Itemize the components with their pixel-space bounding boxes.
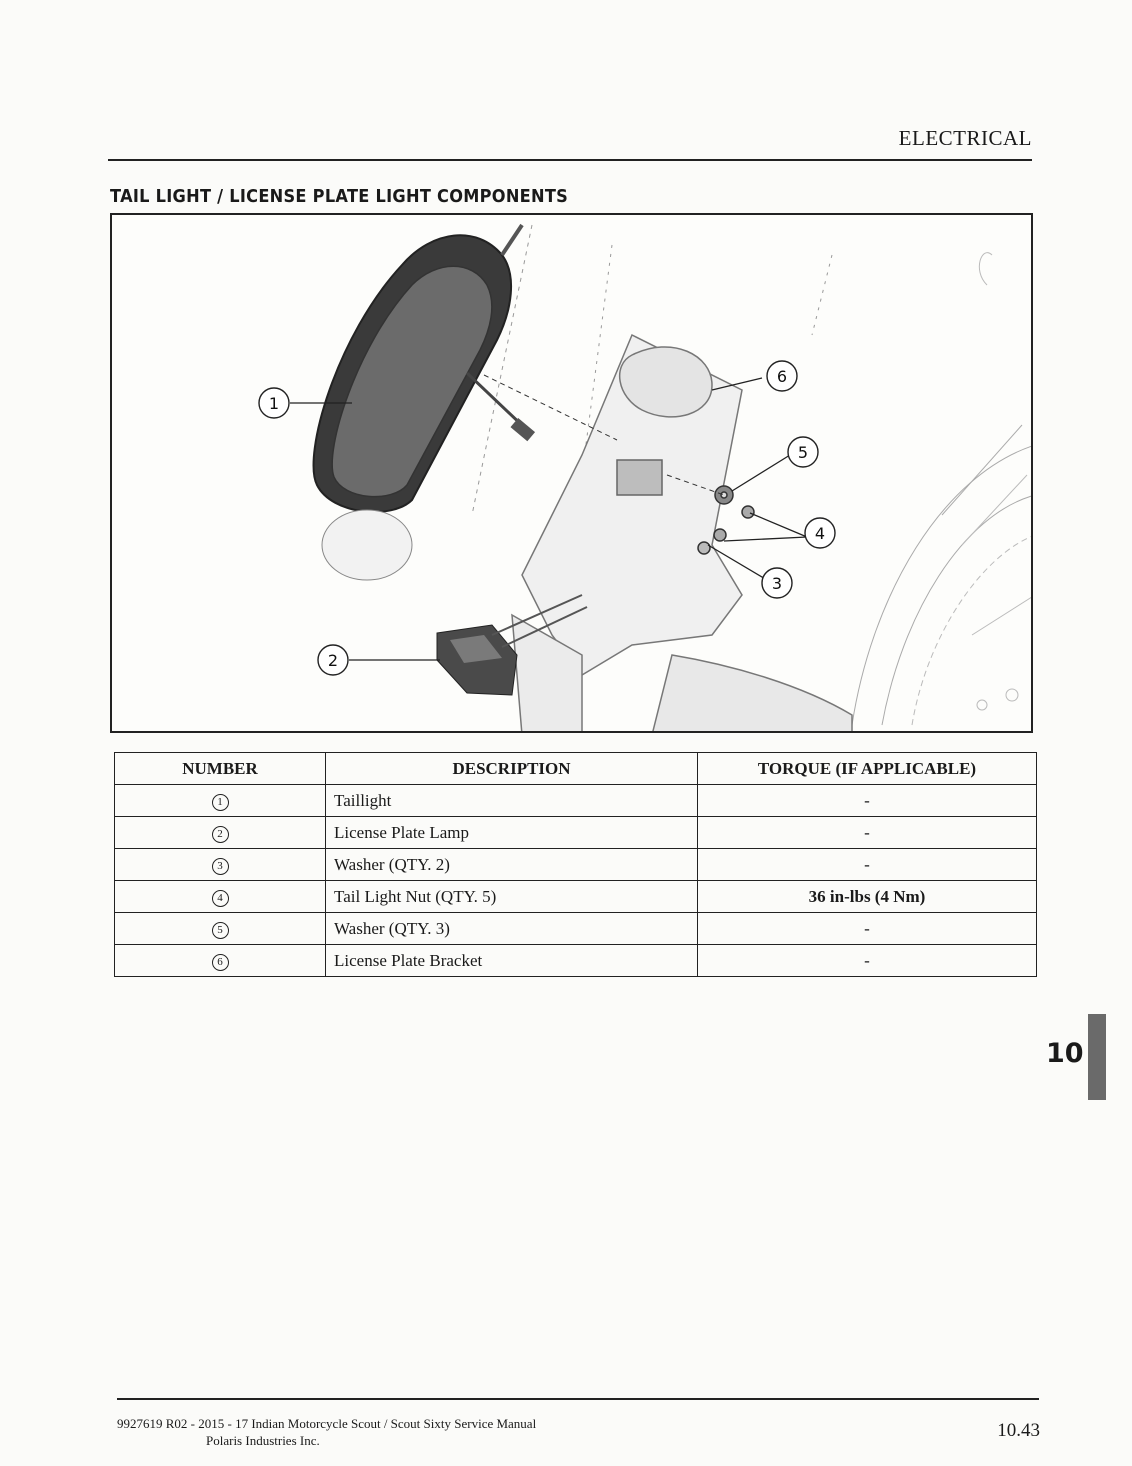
callout-1-label: 1 (269, 394, 279, 413)
callout-6 (766, 360, 798, 392)
table-row: 3 Washer (QTY. 2) - (114, 848, 1037, 881)
chapter-tab-number: 10 (1046, 1038, 1084, 1069)
chapter-tab-bar (1088, 1014, 1106, 1100)
item-description: Taillight (325, 784, 698, 817)
section-header: ELECTRICAL (898, 126, 1032, 150)
col-header-torque: TORQUE (IF APPLICABLE) (697, 752, 1037, 785)
item-description: License Plate Bracket (325, 944, 698, 977)
item-number: 5 (211, 922, 229, 939)
item-number: 3 (211, 858, 229, 875)
col-header-number: NUMBER (114, 752, 326, 785)
callout-4 (804, 517, 836, 549)
callout-1 (258, 387, 290, 419)
table-row: 5 Washer (QTY. 3) - (114, 912, 1037, 945)
item-torque: 36 in-lbs (4 Nm) (697, 880, 1037, 913)
page-title: TAIL LIGHT / LICENSE PLATE LIGHT COMPONE… (110, 186, 569, 207)
table-row: 4 Tail Light Nut (QTY. 5) 36 in-lbs (4 N… (114, 880, 1037, 913)
table-row: 6 License Plate Bracket - (114, 944, 1037, 977)
item-number: 6 (211, 954, 229, 971)
item-torque: - (697, 784, 1037, 817)
item-number: 4 (211, 890, 229, 907)
footer-manual-title: 9927619 R02 - 2015 - 17 Indian Motorcycl… (117, 1416, 537, 1431)
item-description: Washer (QTY. 3) (325, 912, 698, 945)
header-rule (108, 159, 1032, 161)
exploded-view-illustration: 1 2 3 4 5 6 (258, 223, 1031, 731)
parts-table: NUMBER DESCRIPTION TORQUE (IF APPLICABLE… (114, 752, 1037, 977)
item-number: 2 (211, 826, 229, 843)
table-row: 2 License Plate Lamp - (114, 816, 1037, 849)
page-number: 10.43 (997, 1420, 1040, 1441)
item-description: Washer (QTY. 2) (325, 848, 698, 881)
footer-copyright: Polaris Industries Inc. (206, 1433, 320, 1448)
col-header-description: DESCRIPTION (325, 752, 698, 785)
item-torque: - (697, 816, 1037, 849)
footer-rule (117, 1398, 1039, 1400)
item-number: 1 (211, 794, 229, 811)
item-torque: - (697, 944, 1037, 977)
callout-5-label: 5 (798, 443, 808, 462)
exploded-view-figure: 1 2 3 4 5 6 (110, 213, 1033, 733)
callout-3 (761, 567, 793, 599)
callout-4-label: 4 (815, 524, 825, 543)
item-description: Tail Light Nut (QTY. 5) (325, 880, 698, 913)
table-row: 1 Taillight - (114, 784, 1037, 817)
item-torque: - (697, 848, 1037, 881)
callout-5 (787, 436, 819, 468)
item-torque: - (697, 912, 1037, 945)
callout-6-label: 6 (777, 367, 787, 386)
callout-3-label: 3 (772, 574, 782, 593)
table-header-row: NUMBER DESCRIPTION TORQUE (IF APPLICABLE… (114, 752, 1037, 785)
callout-2 (317, 644, 349, 676)
callout-2-label: 2 (328, 651, 338, 670)
item-description: License Plate Lamp (325, 816, 698, 849)
